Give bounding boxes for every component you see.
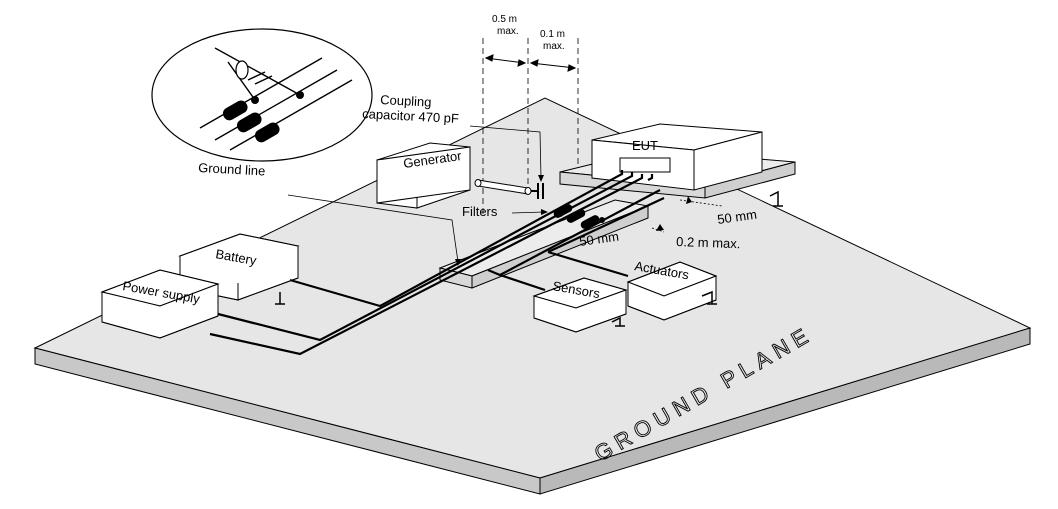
height-bench-label: 50 mm	[578, 229, 619, 249]
eut-label: EUT	[632, 138, 658, 153]
coax-cable	[474, 179, 532, 195]
eut-box	[591, 123, 763, 191]
actuators-box	[626, 261, 718, 321]
distance-b-label: 0.1 m	[540, 29, 565, 40]
distance-a-max: max.	[497, 26, 519, 37]
coupling-label-line2: capacitor 470 pF	[362, 106, 460, 126]
ground-plane-right-side	[539, 327, 1031, 495]
filters-arrow-head	[541, 209, 548, 215]
ground-symbols	[275, 190, 783, 327]
coupling-label-line1: Coupling	[380, 92, 432, 110]
height-eut-arrow	[686, 196, 692, 204]
filter-chokes	[553, 204, 605, 229]
filter-detail-inset	[151, 28, 373, 162]
distance-b-max: max.	[543, 41, 565, 52]
height-eut-label: 50 mm	[716, 207, 757, 227]
filters-label: Filters	[462, 204, 498, 219]
dimension-arrows	[484, 54, 577, 72]
coupling-capacitor-symbol	[531, 183, 544, 199]
sensors-box	[532, 277, 628, 333]
battery-label: Battery	[214, 246, 258, 268]
generator-box	[376, 142, 471, 209]
bench-distance-label: 0.2 m max.	[676, 234, 741, 251]
height-dimension-marks	[651, 199, 723, 233]
ground-plane	[33, 97, 1032, 495]
power-supply-box	[100, 269, 220, 339]
wire-harness	[209, 170, 665, 356]
ground-line-label: Ground line	[198, 160, 266, 178]
bench-distance-arrow	[656, 224, 664, 231]
dimension-guides	[482, 38, 579, 215]
battery-box	[178, 233, 300, 301]
leader-lines	[287, 125, 545, 263]
distance-a-label: 0.5 m	[492, 14, 517, 25]
coupling-arrow-head	[538, 175, 544, 182]
